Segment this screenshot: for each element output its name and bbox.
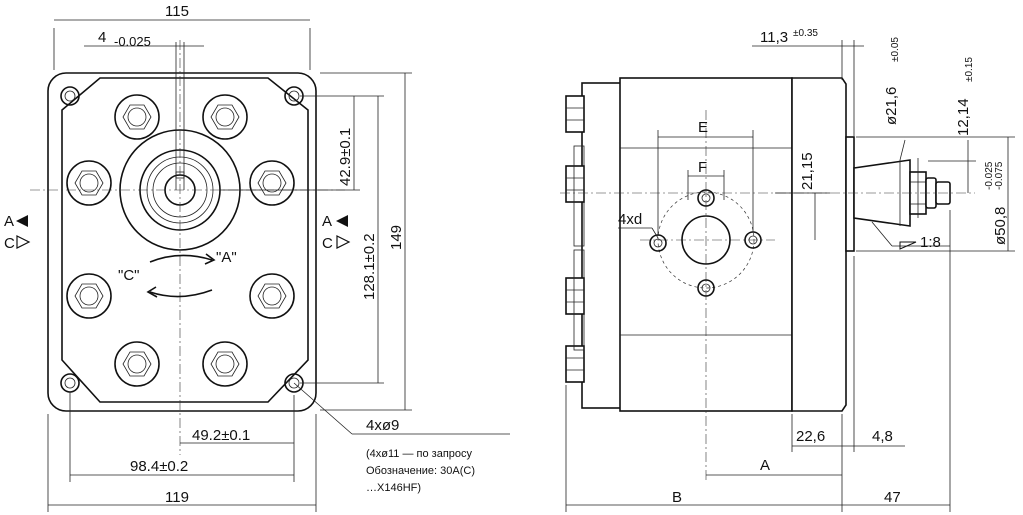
mounting-holes (60, 86, 304, 393)
dim-hole-spacing-y: 128.1±0.2 (361, 233, 378, 300)
label-e: E (698, 119, 708, 136)
dim-holes: 4xø9 (366, 417, 399, 434)
dim-dia-50-8-tol-up: -0.025 (984, 161, 995, 190)
pilot-flange (845, 136, 855, 252)
port-c-label-left: C (4, 235, 15, 252)
dim-12-14-tol: ±0.15 (964, 57, 975, 82)
note-line-3: …X146HF) (366, 482, 421, 494)
dim-offset-main: 4 (98, 29, 106, 46)
dim-top-width: 115 (165, 3, 189, 20)
dim-22-6: 22,6 (796, 428, 825, 445)
taper-icon (899, 241, 917, 250)
rotation-arrows (146, 253, 216, 298)
label-f: F (698, 159, 707, 176)
dim-dia-21-6-tol: ±0.05 (890, 37, 901, 62)
dim-hole-spacing-x: 98.4±0.2 (130, 458, 188, 475)
rear-cover (581, 82, 623, 409)
dim-4-8: 4,8 (872, 428, 893, 445)
body-contour (61, 77, 309, 403)
dim-21-15: 21,15 (799, 152, 816, 190)
rear-bolts (565, 95, 585, 383)
front-cover (791, 77, 847, 412)
dim-taper: 1:8 (920, 234, 941, 251)
rotation-label-a: "A" (216, 249, 237, 266)
dim-12-14: 12,14 (955, 98, 972, 136)
port-a-label-left: A (4, 213, 14, 230)
label-4xd: 4xd (618, 211, 642, 228)
side-view: E F 4xd 21,15 11,3 ±0.35 ø21,6 ±0.05 12,… (560, 28, 1015, 512)
dim-offset-tol: -0.025 (114, 34, 151, 49)
bolt-heads (66, 94, 295, 387)
note-line-2: Обозначение: 30А(С) (366, 465, 475, 477)
port-a-label-right: A (322, 213, 332, 230)
dim-dia-50-8: ø50,8 (992, 207, 1009, 245)
dim-dia-21-6: ø21,6 (883, 87, 900, 125)
hollow-arrow-icon (16, 235, 31, 249)
dim-center-offset: 42.9±0.1 (337, 128, 354, 186)
tapered-shaft (853, 159, 911, 227)
dim-dia-50-8-tol-dn: -0.075 (994, 161, 1005, 190)
front-view: "C" "A" A C A C 115 4 -0.025 149 128.1±0… (4, 3, 510, 512)
filled-arrow-icon (336, 215, 348, 227)
dim-height-total: 149 (388, 225, 405, 250)
flange-outline (47, 72, 317, 412)
hollow-arrow-icon (336, 235, 351, 249)
port-c-label-right: C (322, 235, 333, 252)
note-line-1: (4xø11 — по запросу (366, 448, 473, 460)
dim-b: B (672, 489, 682, 506)
dim-11-3-tol: ±0.35 (793, 28, 818, 39)
dim-11-3: 11,3 (760, 29, 788, 46)
dim-hole-half-x: 49.2±0.1 (192, 427, 250, 444)
dim-a: A (760, 457, 770, 474)
filled-arrow-icon (16, 215, 28, 227)
dim-bottom-width: 119 (165, 489, 189, 506)
rotation-label-c: "C" (118, 267, 139, 284)
dim-47: 47 (884, 489, 901, 506)
